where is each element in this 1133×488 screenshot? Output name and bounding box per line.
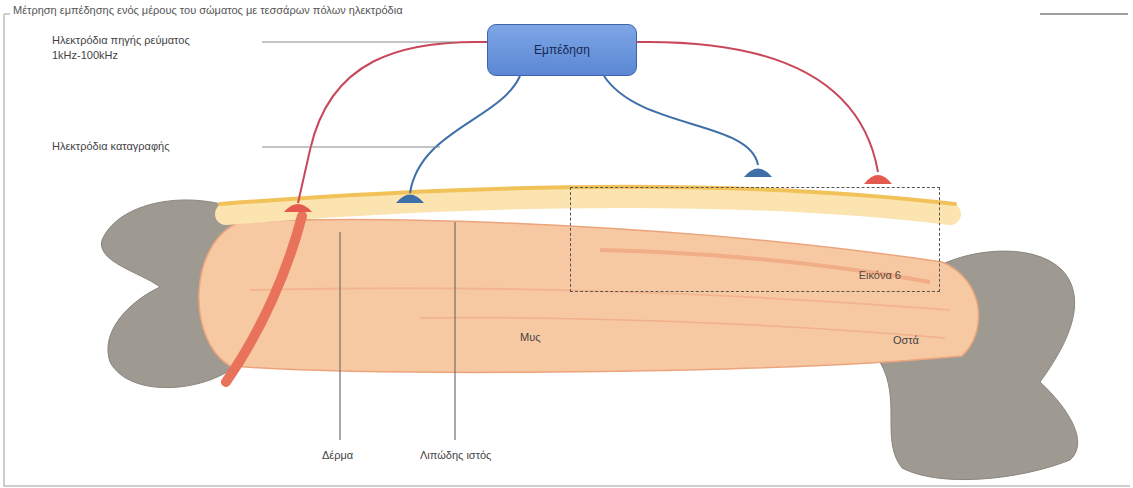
sensing-electrode <box>396 195 424 204</box>
bone-shape <box>101 200 1077 480</box>
leader-line <box>262 41 455 42</box>
tissue-label: Οστά <box>893 333 919 348</box>
electrode-label: Ηλεκτρόδια πηγής ρεύματος 1kHz-100kHz <box>52 33 194 63</box>
diagram-title: Μέτρηση εμπέδησης ενός μέρους του σώματο… <box>10 3 406 18</box>
sensing-wire <box>410 76 520 193</box>
sensing-wire <box>604 76 758 165</box>
node-text: Εμπέδηση <box>534 43 590 57</box>
blood-vessel <box>226 216 302 382</box>
frame-line <box>4 14 1130 486</box>
muscle-fiber <box>600 250 930 282</box>
current-wire <box>637 42 878 172</box>
figure-region: Εικόνα 6 <box>570 187 940 292</box>
node-text: Εικόνα 6 <box>859 269 901 281</box>
leader-line <box>262 146 440 147</box>
current-wire <box>298 42 487 203</box>
muscle-shape <box>199 220 979 373</box>
electrode-label: Ηλεκτρόδια καταγραφής <box>52 139 252 154</box>
tissue-label: Μυς <box>520 330 540 345</box>
tissue-label: Λιπώδης ιστός <box>420 448 491 463</box>
leader-line <box>339 232 340 440</box>
leader-line <box>454 222 455 440</box>
frame-line <box>1040 13 1128 15</box>
skin-layer <box>220 187 955 204</box>
fat-layer <box>226 197 950 214</box>
current-electrode <box>284 204 312 212</box>
tissue-label: Δέρμα <box>322 448 353 463</box>
sensing-electrode <box>744 169 772 178</box>
impedance-box: Εμπέδηση <box>487 24 637 76</box>
current-electrode <box>864 175 892 184</box>
muscle-fiber <box>420 318 945 338</box>
